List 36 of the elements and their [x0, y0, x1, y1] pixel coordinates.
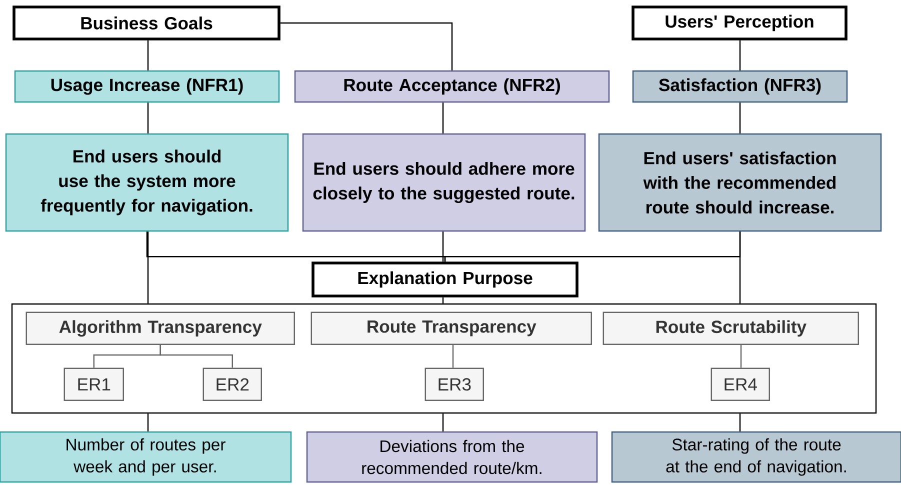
connector-line: [160, 345, 233, 368]
connector-line: [739, 232, 741, 304]
connector-line: [280, 22, 453, 70]
metric-box: Deviations from the recommended route/km.: [306, 431, 598, 483]
requirement-tag: ER1: [64, 368, 124, 401]
metric-box: Star-rating of the route at the end of navigation.: [611, 431, 901, 483]
connector-line: [147, 232, 149, 304]
connector-line: [147, 102, 149, 134]
requirement-box: End users' satisfaction with the recommended route should increase.: [598, 133, 882, 232]
requirement-tag: ER2: [202, 368, 262, 401]
goal-box: Usage Increase (NFR1): [14, 70, 280, 103]
connector-line: [739, 102, 741, 134]
title-box: Business Goals: [12, 6, 280, 40]
title-box: Users' Perception: [632, 6, 848, 40]
connector-line: [147, 414, 149, 432]
goal-box: Route Acceptance (NFR2): [294, 70, 610, 103]
title-box: Explanation Purpose: [312, 262, 578, 298]
purpose-box: Algorithm Transparency: [26, 312, 295, 345]
connector-line: [739, 40, 741, 70]
connector-line: [452, 345, 454, 368]
purpose-box: Route Transparency: [310, 312, 592, 345]
connector-line: [739, 414, 741, 432]
requirement-box: End users should adhere more closely to the suggested route.: [302, 133, 586, 232]
group-frame: [11, 303, 877, 414]
connector-line: [147, 40, 149, 70]
connector-line: [442, 232, 444, 262]
metric-box: Number of routes per week and per user.: [0, 431, 292, 483]
purpose-box: Route Scrutability: [602, 312, 860, 345]
connector-line: [740, 345, 742, 368]
requirement-box: End users should use the system more frequently for navigation.: [5, 133, 289, 232]
requirement-tag: ER4: [710, 368, 770, 401]
connector-line: [442, 414, 444, 432]
connector-line: [442, 102, 444, 134]
goal-box: Satisfaction (NFR3): [632, 70, 848, 103]
requirement-tag: ER3: [424, 368, 484, 401]
connector-line: [442, 297, 444, 304]
